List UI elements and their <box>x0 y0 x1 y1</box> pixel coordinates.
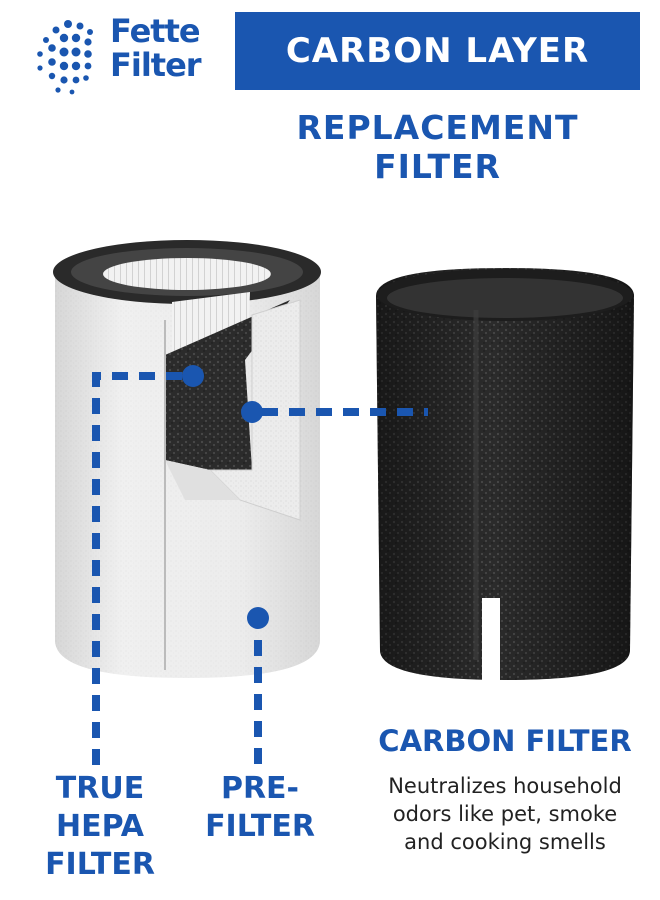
hepa-filter-label: TRUE HEPA FILTER <box>40 770 160 884</box>
carbon-desc-line: Neutralizes household <box>388 774 622 798</box>
carbon-filter-title: CARBON FILTER <box>378 724 632 758</box>
header-subtitle: REPLACEMENT FILTER <box>296 108 579 186</box>
pre-label-line: FILTER <box>205 809 315 844</box>
pre-filter-label: PRE- FILTER <box>200 770 320 846</box>
carbon-callout-dot <box>241 401 263 423</box>
pre-label-line: PRE- <box>220 771 300 806</box>
brand-line-2: Filter <box>110 46 202 84</box>
carbon-desc-line: odors like pet, smoke <box>392 802 618 826</box>
hepa-label-line: FILTER <box>45 847 155 882</box>
hepa-label-line: HEPA <box>55 809 145 844</box>
pre-filter-callout-dot <box>247 607 269 629</box>
hepa-callout-line <box>92 372 190 765</box>
brand-line-1: Fette <box>110 12 201 50</box>
dotted-globe-logo-icon <box>37 20 93 95</box>
carbon-filter-description: Neutralizes household odors like pet, sm… <box>370 772 640 856</box>
hepa-callout-dot <box>182 365 204 387</box>
callout-dots <box>182 365 269 629</box>
brand-name: Fette Filter <box>110 14 210 82</box>
carbon-filter-sleeve <box>376 268 634 683</box>
callout-lines <box>92 372 428 765</box>
carbon-desc-line: and cooking smells <box>404 830 606 854</box>
header-banner: CARBON LAYER <box>235 12 640 90</box>
hepa-label-line: TRUE <box>55 771 145 806</box>
